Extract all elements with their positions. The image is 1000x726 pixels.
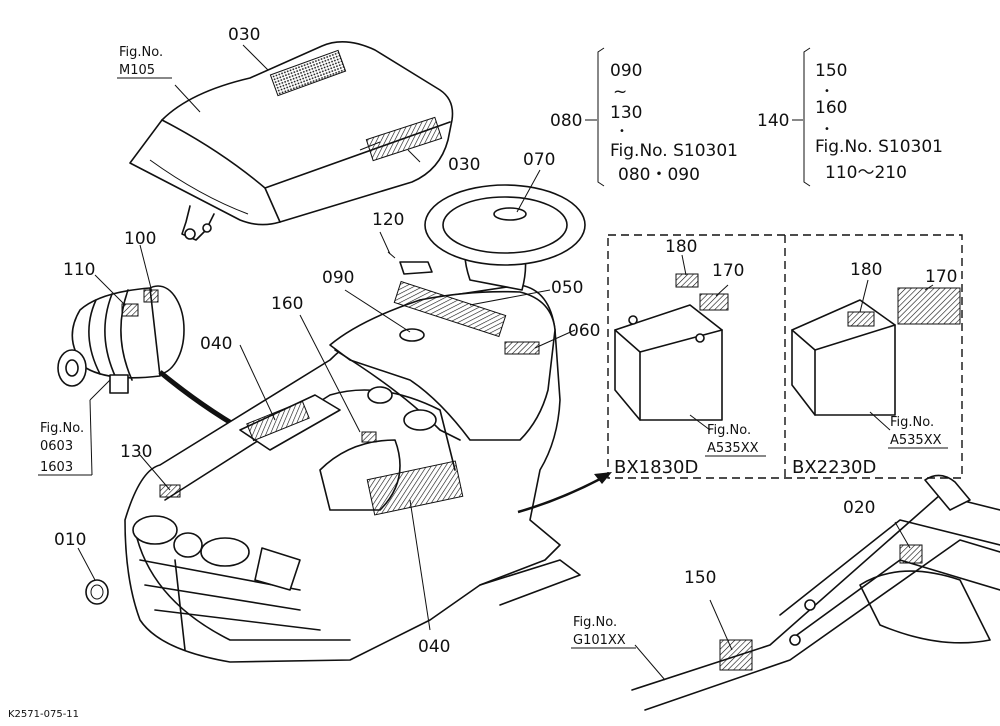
svg-text:A535XX: A535XX	[890, 433, 942, 448]
callout-010: 010	[54, 530, 86, 550]
svg-text:Fig.No. S10301: Fig.No. S10301	[610, 141, 738, 161]
emblem-010	[85, 579, 109, 605]
callout-150: 150	[684, 568, 716, 588]
svg-text:Fig.No.: Fig.No.	[40, 421, 84, 436]
fig-ref-frame: Fig.No. G101XX	[571, 615, 636, 649]
model-label-right: BX2230D	[792, 457, 876, 478]
callout-040-top: 040	[200, 334, 232, 354]
svg-text:1603: 1603	[40, 460, 73, 475]
svg-text:090: 090	[610, 61, 642, 81]
callout-180-left: 180	[665, 237, 697, 257]
fig-ref-battery-right: Fig.No. A535XX	[888, 415, 948, 449]
svg-text:•: •	[824, 86, 830, 97]
callout-180-right: 180	[850, 260, 882, 280]
callout-110: 110	[63, 260, 95, 280]
callout-040-bottom: 040	[418, 637, 450, 657]
callout-130: 130	[120, 442, 152, 462]
svg-text:080・090: 080・090	[618, 165, 700, 185]
svg-text:~: ~	[613, 82, 627, 102]
callout-labels: 030 030 070 120 100 110 090 050 160 060 …	[54, 25, 957, 657]
frame-illustration	[631, 474, 1000, 711]
svg-text:080: 080	[550, 111, 582, 131]
svg-text:150: 150	[815, 61, 847, 81]
hood-illustration	[129, 41, 454, 241]
svg-text:130: 130	[610, 103, 642, 123]
callout-050: 050	[551, 278, 583, 298]
callout-020: 020	[843, 498, 875, 518]
svg-text:Fig.No.: Fig.No.	[707, 423, 751, 438]
fig-ref-battery-left: Fig.No. A535XX	[705, 423, 766, 457]
svg-text:140: 140	[757, 111, 789, 131]
svg-text:Fig.No.: Fig.No.	[119, 45, 163, 60]
svg-text:Fig.No. S10301: Fig.No. S10301	[815, 137, 943, 157]
leader-lines	[77, 44, 934, 681]
air-cleaner-illustration	[57, 285, 185, 394]
drawing-id: K2571-075-11	[8, 709, 79, 720]
callout-160: 160	[271, 294, 303, 314]
svg-text:M105: M105	[119, 63, 155, 78]
svg-text:160: 160	[815, 98, 847, 118]
svg-text:•: •	[619, 126, 625, 137]
callout-030-top: 030	[228, 25, 260, 45]
svg-text:G101XX: G101XX	[573, 633, 626, 648]
battery-box	[607, 234, 963, 479]
callout-100: 100	[124, 229, 156, 249]
tractor-body-illustration	[124, 184, 586, 663]
callout-170-right: 170	[925, 267, 957, 287]
fig-ref-hood: Fig.No. M105	[117, 45, 172, 79]
svg-text:Fig.No.: Fig.No.	[573, 615, 617, 630]
note-140: 140 150 • 160 • Fig.No. S10301 110～210	[757, 47, 943, 187]
callout-090: 090	[322, 268, 354, 288]
svg-text:110～210: 110～210	[825, 163, 907, 183]
callout-030-side: 030	[448, 155, 480, 175]
svg-text:•: •	[824, 124, 830, 135]
model-label-left: BX1830D	[614, 457, 698, 478]
svg-text:0603: 0603	[40, 439, 73, 454]
callout-060: 060	[568, 321, 600, 341]
fig-ref-air-cleaner: Fig.No. 0603 1603	[38, 399, 93, 476]
note-080: 080 090 ~ 130 • Fig.No. S10301 080・090	[550, 47, 738, 187]
callout-070: 070	[523, 150, 555, 170]
callout-170-left: 170	[712, 261, 744, 281]
svg-text:A535XX: A535XX	[707, 441, 759, 456]
arrow-to-frame	[517, 476, 603, 514]
callout-120: 120	[372, 210, 404, 230]
svg-text:Fig.No.: Fig.No.	[890, 415, 934, 430]
